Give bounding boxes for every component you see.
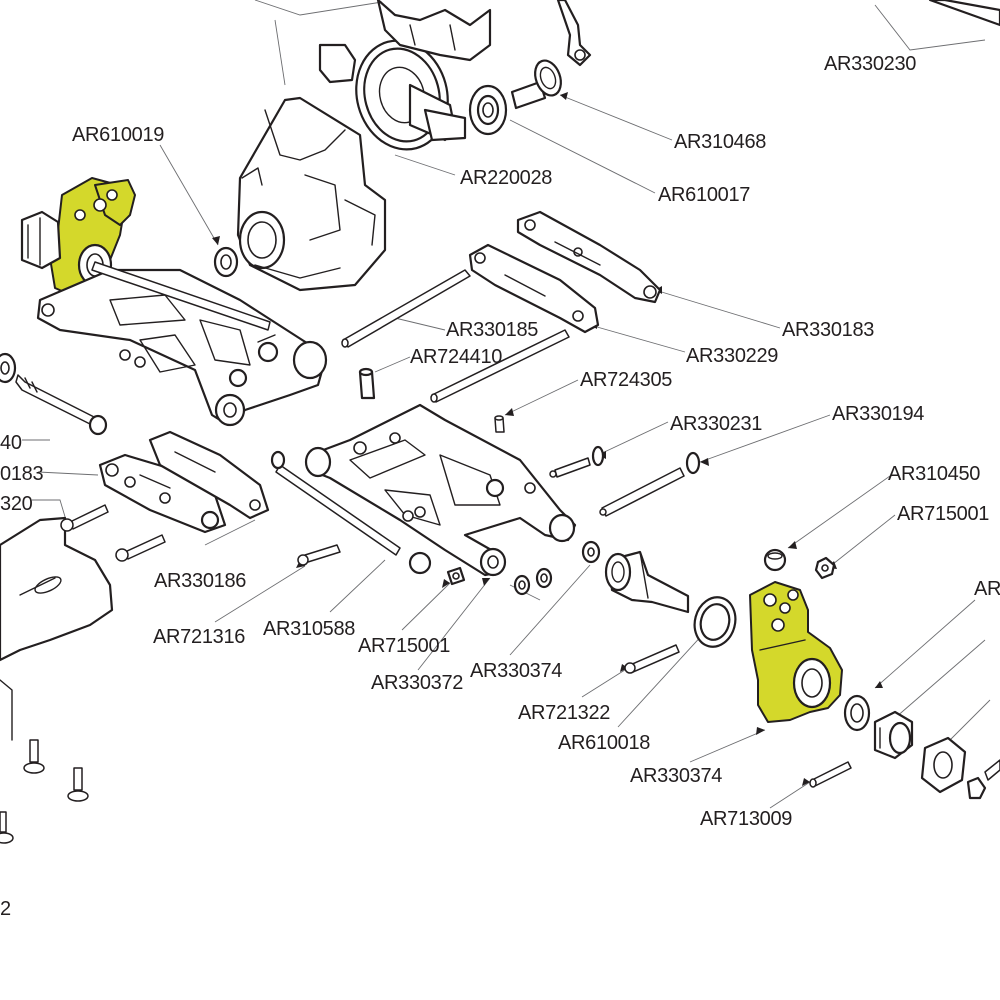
label-ar310468: AR310468 [674,131,766,153]
label-ar330230: AR330230 [824,53,916,75]
label-cut-2: 2 [0,898,11,920]
bearing-ar610017 [468,84,508,136]
label-ar715001-right: AR715001 [897,503,989,525]
chassis-plate [0,516,114,741]
label-ar610018: AR610018 [558,732,650,754]
diff-case-ar220028 [236,96,387,292]
washer-ar330374 [581,540,601,564]
bearing-ar610019 [213,246,239,278]
label-cut-0183: 0183 [0,463,43,485]
arm-mount-ar330183-left [98,453,227,534]
left-hub-highlighted-ar610019 [20,177,136,299]
label-ar715001-center: AR715001 [358,635,450,657]
bearing-right-hub [843,694,871,732]
diff-gear-ar220028 [318,39,467,151]
label-ar713009: AR713009 [700,808,792,830]
label-ar330185: AR330185 [446,319,538,341]
label-ar330231: AR330231 [670,413,762,435]
bearing-ar610018 [693,596,737,648]
label-ar724410: AR724410 [410,346,502,368]
label-cut-ar6: AR6 [974,578,1000,600]
hinge-pins-ar330185 [341,269,570,403]
hinge-block-ar330229 [468,243,600,334]
label-ar310588: AR310588 [263,618,355,640]
pin-ar330231 [549,445,605,478]
nut-ar715001-right [814,556,836,580]
center-arm [304,403,577,577]
chassis-screws [0,504,166,844]
screw-ar721322 [624,644,680,674]
pin-ar713009 [809,761,852,788]
part-labels: AR330230 AR310468 AR220028 AR610017 AR61… [0,53,1000,920]
label-ar330194: AR330194 [832,403,924,425]
wheel-hex-right [873,710,914,760]
label-ar310450: AR310450 [888,463,980,485]
left-small-parts [0,352,108,436]
label-ar610017: AR610017 [658,184,750,206]
arm-mount-ar330186 [148,430,270,520]
label-ar330186: AR330186 [154,570,246,592]
ball-ar310450 [763,548,787,572]
left-arm [36,261,328,427]
center-small-parts [270,450,553,596]
label-ar330374-hub: AR330374 [630,765,722,787]
pinion-ar310468 [510,59,562,110]
leader-lines [22,0,991,809]
insert-ar724410 [358,367,376,400]
label-cut-320: 320 [0,493,33,515]
pin-ar330194 [599,451,701,517]
top-center-parts [376,0,1000,67]
label-ar721322: AR721322 [518,702,610,724]
right-edge-parts [966,759,1000,800]
label-ar330229: AR330229 [686,345,778,367]
hinge-block-ar330183 [516,210,662,304]
label-ar610019: AR610019 [72,124,164,146]
label-ar721316: AR721316 [153,626,245,648]
right-hub-highlighted-ar330374 [749,581,843,723]
cvd-cup-ar721322 [604,550,690,614]
label-ar330374-center: AR330374 [470,660,562,682]
label-ar220028: AR220028 [460,167,552,189]
wheel-nut-right [920,736,967,794]
label-ar724305: AR724305 [580,369,672,391]
setscrew-ar724305 [494,415,505,433]
label-ar330183-right: AR330183 [782,319,874,341]
label-ar330372: AR330372 [371,672,463,694]
label-cut-40: 40 [0,432,22,454]
